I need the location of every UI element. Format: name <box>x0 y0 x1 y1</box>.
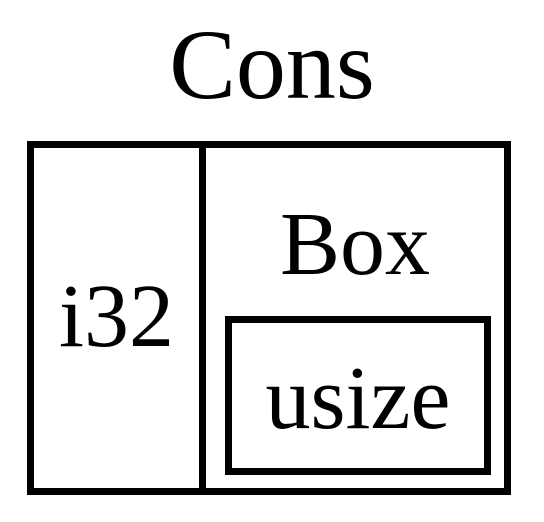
cons-outer-box <box>27 141 511 495</box>
usize-label: usize <box>265 349 451 448</box>
usize-inner-box <box>225 316 491 475</box>
box-cell-label: Box <box>279 195 431 294</box>
diagram-title: Cons <box>169 9 375 120</box>
cell-divider <box>199 141 206 495</box>
i32-cell-label: i32 <box>58 267 174 366</box>
